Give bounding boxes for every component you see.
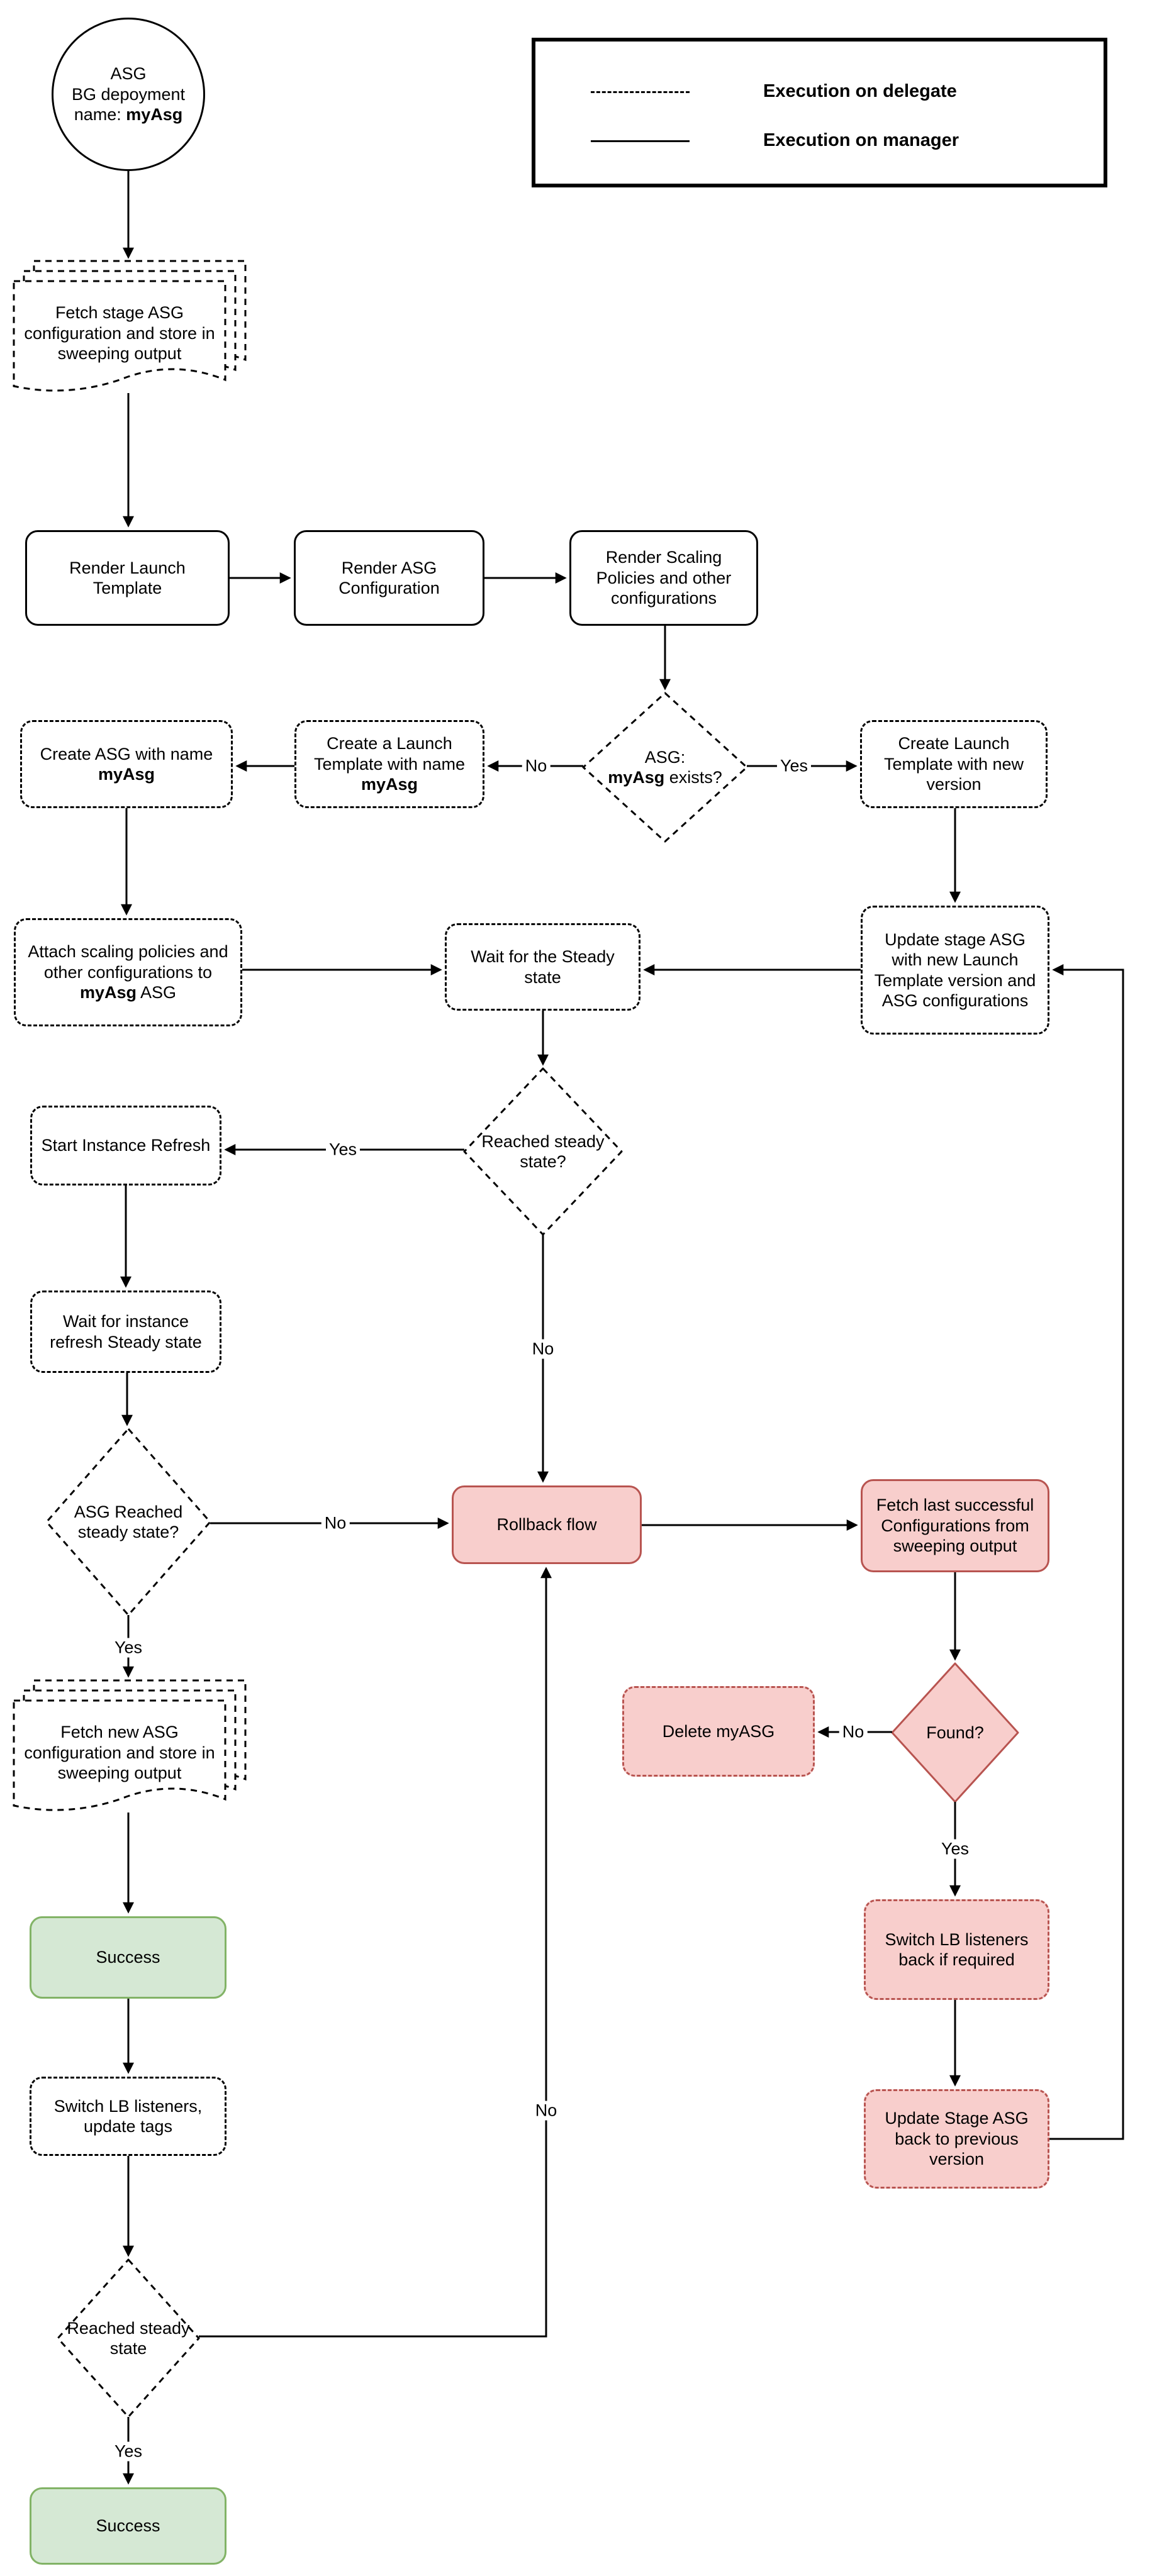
reached-steady-2-diamond-shape xyxy=(57,2258,200,2418)
edge-label-no-found: No xyxy=(839,1722,868,1742)
start-instance-refresh-label: Start Instance Refresh xyxy=(41,1136,211,1155)
reached-steady-1-label: Reached steady state? xyxy=(481,1131,605,1171)
fetch-stage-doc-label: Fetch stage ASG configuration and store … xyxy=(24,303,215,364)
switch-lb-listeners-label: Switch LB listeners, update tags xyxy=(53,2096,203,2136)
create-launch-template-myasg-prefix: Create a Launch Template with name xyxy=(313,734,466,774)
update-stage-asg-label: Update stage ASG with new Launch Templat… xyxy=(874,930,1036,1010)
asg-exists-suffix: exists? xyxy=(664,768,722,787)
asg-reached-decision: ASG Reached steady state? xyxy=(56,1484,201,1560)
success-node-2: Success xyxy=(30,2487,226,2565)
legend-delegate-label: Execution on delegate xyxy=(763,80,957,101)
update-stage-asg-back-label: Update Stage ASG back to previous versio… xyxy=(885,2109,1029,2169)
create-asg-prefix: Create ASG with name xyxy=(40,744,213,763)
start-line3-prefix: name: xyxy=(74,105,126,125)
edge-label-yes-found: Yes xyxy=(937,1839,973,1859)
edge-reached2-no xyxy=(199,1567,552,2338)
success-2-label: Success xyxy=(96,2516,160,2536)
attach-scaling-policies-bold: myAsg xyxy=(79,983,137,1002)
edge-label-no-reached1: No xyxy=(528,1339,557,1359)
asg-exists-decision: ASG: myAsg exists? xyxy=(593,730,737,805)
start-line2: BG depoyment xyxy=(71,84,186,104)
edge-label-yes-exists: Yes xyxy=(776,756,812,776)
create-launch-template-new-node: Create Launch Template with new version xyxy=(860,720,1048,808)
fetch-new-doc-shape xyxy=(13,1679,247,1811)
edge-label-no-asg-reached: No xyxy=(321,1513,350,1533)
attach-scaling-policies-suffix: ASG xyxy=(137,983,177,1002)
legend-solid-line-sample xyxy=(591,140,690,142)
update-stage-asg-back-node: Update Stage ASG back to previous versio… xyxy=(864,2089,1049,2189)
edge-label-no-reached2: No xyxy=(532,2101,561,2121)
success-1-label: Success xyxy=(96,1948,160,1967)
edge-label-no-exists: No xyxy=(522,756,551,776)
switch-lb-back-label: Switch LB listeners back if required xyxy=(885,1929,1029,1969)
attach-scaling-policies-node: Attach scaling policies and other config… xyxy=(14,918,242,1026)
found-decision: Found? xyxy=(895,1695,1015,1770)
fetch-last-configurations-node: Fetch last successful Configurations fro… xyxy=(861,1479,1049,1572)
start-instance-refresh-node: Start Instance Refresh xyxy=(30,1106,221,1185)
asg-exists-bold: myAsg xyxy=(608,768,665,787)
switch-lb-listeners-node: Switch LB listeners, update tags xyxy=(30,2077,226,2156)
fetch-new-doc: Fetch new ASG configuration and store in… xyxy=(19,1709,220,1797)
wait-steady-state-node: Wait for the Steady state xyxy=(445,923,640,1011)
render-launch-template-label: Render Launch Template xyxy=(69,558,186,597)
fetch-last-configurations-label: Fetch last successful Configurations fro… xyxy=(876,1496,1034,1556)
fetch-new-doc-label: Fetch new ASG configuration and store in… xyxy=(24,1723,215,1783)
wait-instance-refresh-node: Wait for instance refresh Steady state xyxy=(30,1291,221,1373)
edge-update-back-loop xyxy=(1049,964,1124,2140)
legend-dashed-line-sample xyxy=(591,91,690,93)
render-asg-configuration-label: Render ASG Configuration xyxy=(338,558,440,597)
fetch-stage-doc: Fetch stage ASG configuration and store … xyxy=(19,289,220,377)
asg-exists-line1: ASG: xyxy=(644,747,686,767)
reached-steady-1-decision: Reached steady state? xyxy=(477,1114,609,1189)
delete-myasg-node: Delete myASG xyxy=(622,1686,815,1777)
render-asg-configuration-node: Render ASG Configuration xyxy=(294,530,484,626)
start-node: ASG BG depoyment name: myAsg xyxy=(52,18,205,171)
create-asg-bold: myAsg xyxy=(98,765,155,784)
found-label: Found? xyxy=(926,1723,984,1742)
create-launch-template-new-label: Create Launch Template with new version xyxy=(883,734,1024,794)
rollback-flow-label: Rollback flow xyxy=(496,1515,597,1535)
render-scaling-policies-label: Render Scaling Policies and other config… xyxy=(596,548,732,608)
wait-steady-state-label: Wait for the Steady state xyxy=(471,947,615,987)
edge-label-yes-asg-reached: Yes xyxy=(111,1638,146,1658)
legend-manager-label: Execution on manager xyxy=(763,130,959,150)
attach-scaling-policies-prefix: Attach scaling policies and other config… xyxy=(28,942,228,982)
edge-label-yes-reached2: Yes xyxy=(111,2441,146,2462)
wait-instance-refresh-label: Wait for instance refresh Steady state xyxy=(50,1312,202,1352)
create-asg-node: Create ASG with name myAsg xyxy=(20,720,233,808)
asg-reached-label: ASG Reached steady state? xyxy=(74,1502,183,1541)
render-launch-template-node: Render Launch Template xyxy=(25,530,230,626)
asg-reached-diamond-shape xyxy=(45,1428,211,1616)
delete-myasg-label: Delete myASG xyxy=(662,1721,775,1741)
fetch-stage-doc-shape xyxy=(13,260,247,392)
asg-exists-diamond-shape xyxy=(582,692,748,843)
start-line3-bold: myAsg xyxy=(126,105,183,125)
success-node-1: Success xyxy=(30,1916,226,1999)
start-line1: ASG xyxy=(110,64,147,84)
edge-label-yes-reached1: Yes xyxy=(325,1140,361,1160)
reached-steady-2-label: Reached steady state xyxy=(67,2318,190,2358)
rollback-flow-node: Rollback flow xyxy=(452,1485,642,1564)
update-stage-asg-node: Update stage ASG with new Launch Templat… xyxy=(861,906,1049,1035)
switch-lb-back-node: Switch LB listeners back if required xyxy=(864,1899,1049,2000)
render-scaling-policies-node: Render Scaling Policies and other config… xyxy=(569,530,758,626)
legend: Execution on delegate Execution on manag… xyxy=(532,38,1107,187)
create-launch-template-myasg-node: Create a Launch Template with name myAsg xyxy=(294,720,484,808)
create-launch-template-myasg-bold: myAsg xyxy=(361,775,418,794)
reached-steady-2-decision: Reached steady state xyxy=(65,2301,191,2376)
